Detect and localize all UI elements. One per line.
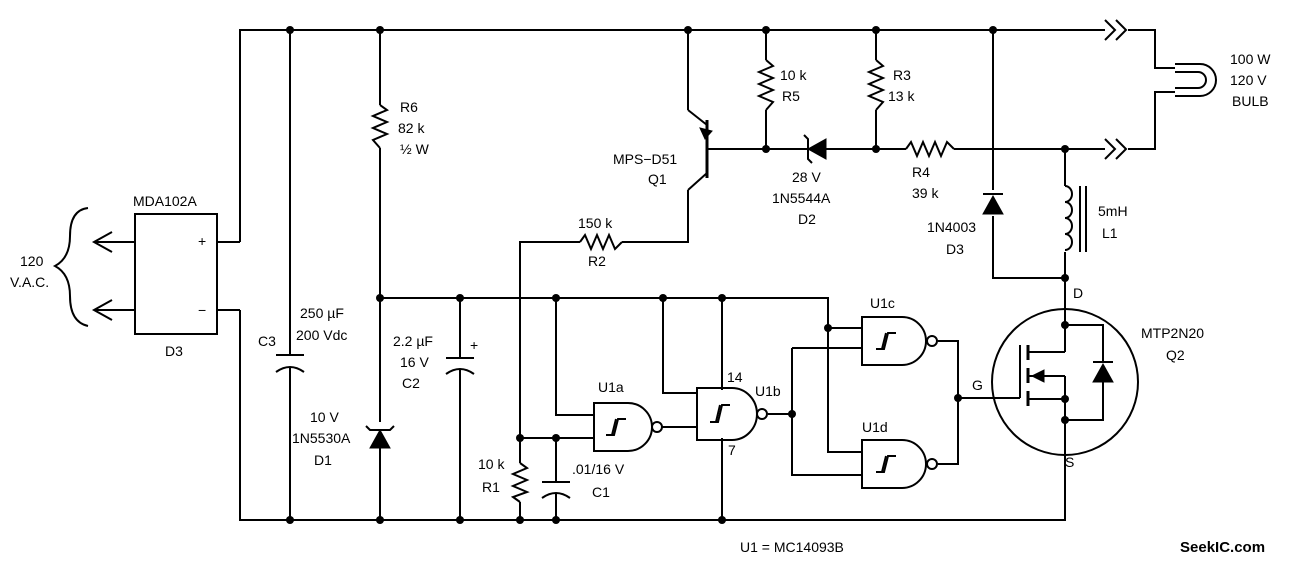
gate-u1a <box>593 402 663 452</box>
q1-type: MPS−D51 <box>613 151 677 167</box>
d3-ref: D3 <box>946 241 964 257</box>
u1d-label: U1d <box>862 419 888 435</box>
resistor-r5 <box>756 59 776 111</box>
bridge-label: MDA102A <box>133 193 197 209</box>
r1-value: 10 k <box>478 456 505 472</box>
input-voltage-unit: V.A.C. <box>10 274 49 290</box>
c2-value: 2.2 µF <box>393 333 433 349</box>
watermark: SeekIC.com <box>1180 539 1265 556</box>
resistor-r1 <box>510 462 530 503</box>
q2-ref: Q2 <box>1166 347 1185 363</box>
resistor-r4 <box>905 139 955 159</box>
q2-type: MTP2N20 <box>1141 325 1204 341</box>
c2-rating: 16 V <box>400 354 429 370</box>
mosfet-q2 <box>991 305 1139 456</box>
gate-u1d <box>861 439 938 489</box>
r5-value: 10 k <box>780 67 807 83</box>
c3-value: 250 µF <box>300 305 344 321</box>
r6-rating: ½ W <box>400 141 430 157</box>
gate-u1b <box>696 387 768 441</box>
u1b-label: U1b <box>755 383 781 399</box>
diode-d3 <box>982 193 1004 215</box>
resistor-r6 <box>370 104 390 149</box>
u1-part-note: U1 = MC14093B <box>740 539 844 555</box>
ac-input-connector <box>52 207 135 327</box>
r2-ref: R2 <box>588 253 606 269</box>
r6-ref: R6 <box>400 99 418 115</box>
d2-ref: D2 <box>798 211 816 227</box>
r2-value: 150 k <box>578 215 613 231</box>
c2-plus: + <box>470 337 478 353</box>
bridge-rectifier <box>134 213 218 335</box>
d2-type: 1N5544A <box>772 190 831 206</box>
bulb <box>1175 63 1217 97</box>
bulb-label: BULB <box>1232 93 1269 109</box>
r6-value: 82 k <box>398 120 425 136</box>
r3-value: 13 k <box>888 88 915 104</box>
q1-ref: Q1 <box>648 171 667 187</box>
output-connectors <box>1104 19 1128 160</box>
inductor-l1 <box>1064 185 1087 252</box>
input-voltage-label: 120 <box>20 253 44 269</box>
c3-rating: 200 Vdc <box>296 327 347 343</box>
r5-ref: R5 <box>782 88 800 104</box>
transistor-q1 <box>699 120 723 178</box>
r1-ref: R1 <box>482 479 500 495</box>
d2-voltage: 28 V <box>792 169 821 185</box>
resistor-r2 <box>579 232 623 252</box>
r4-ref: R4 <box>912 164 930 180</box>
c1-ref: C1 <box>592 484 610 500</box>
zener-diode-d1 <box>365 425 395 449</box>
bulb-power: 100 W <box>1230 51 1271 67</box>
gate-u1c <box>861 316 938 366</box>
bulb-voltage: 120 V <box>1230 72 1267 88</box>
bridge-plus: + <box>198 233 206 249</box>
drain-label: D <box>1073 285 1083 301</box>
bridge-ref: D3 <box>165 343 183 359</box>
l1-value: 5mH <box>1098 203 1128 219</box>
d1-ref: D1 <box>314 452 332 468</box>
capacitor-c2 <box>445 357 475 375</box>
u1a-label: U1a <box>598 379 624 395</box>
capacitor-c3 <box>275 354 305 373</box>
u1c-label: U1c <box>870 295 895 311</box>
l1-ref: L1 <box>1102 225 1118 241</box>
capacitor-c1 <box>541 481 571 499</box>
c2-ref: C2 <box>402 375 420 391</box>
r3-ref: R3 <box>893 67 911 83</box>
d1-type: 1N5530A <box>292 430 351 446</box>
gate-label: G <box>972 377 983 393</box>
resistor-r3 <box>866 59 886 111</box>
zener-diode-d2 <box>800 134 827 164</box>
pin-14-label: 14 <box>727 369 743 385</box>
bridge-minus: − <box>198 302 206 318</box>
c3-ref: C3 <box>258 333 276 349</box>
pin-7-label: 7 <box>728 442 736 458</box>
junction-dots <box>286 26 1069 524</box>
d3-type: 1N4003 <box>927 219 976 235</box>
source-label: S <box>1065 454 1074 470</box>
d1-voltage: 10 V <box>310 409 339 425</box>
c1-value: .01/16 V <box>572 461 625 477</box>
r4-value: 39 k <box>912 185 939 201</box>
